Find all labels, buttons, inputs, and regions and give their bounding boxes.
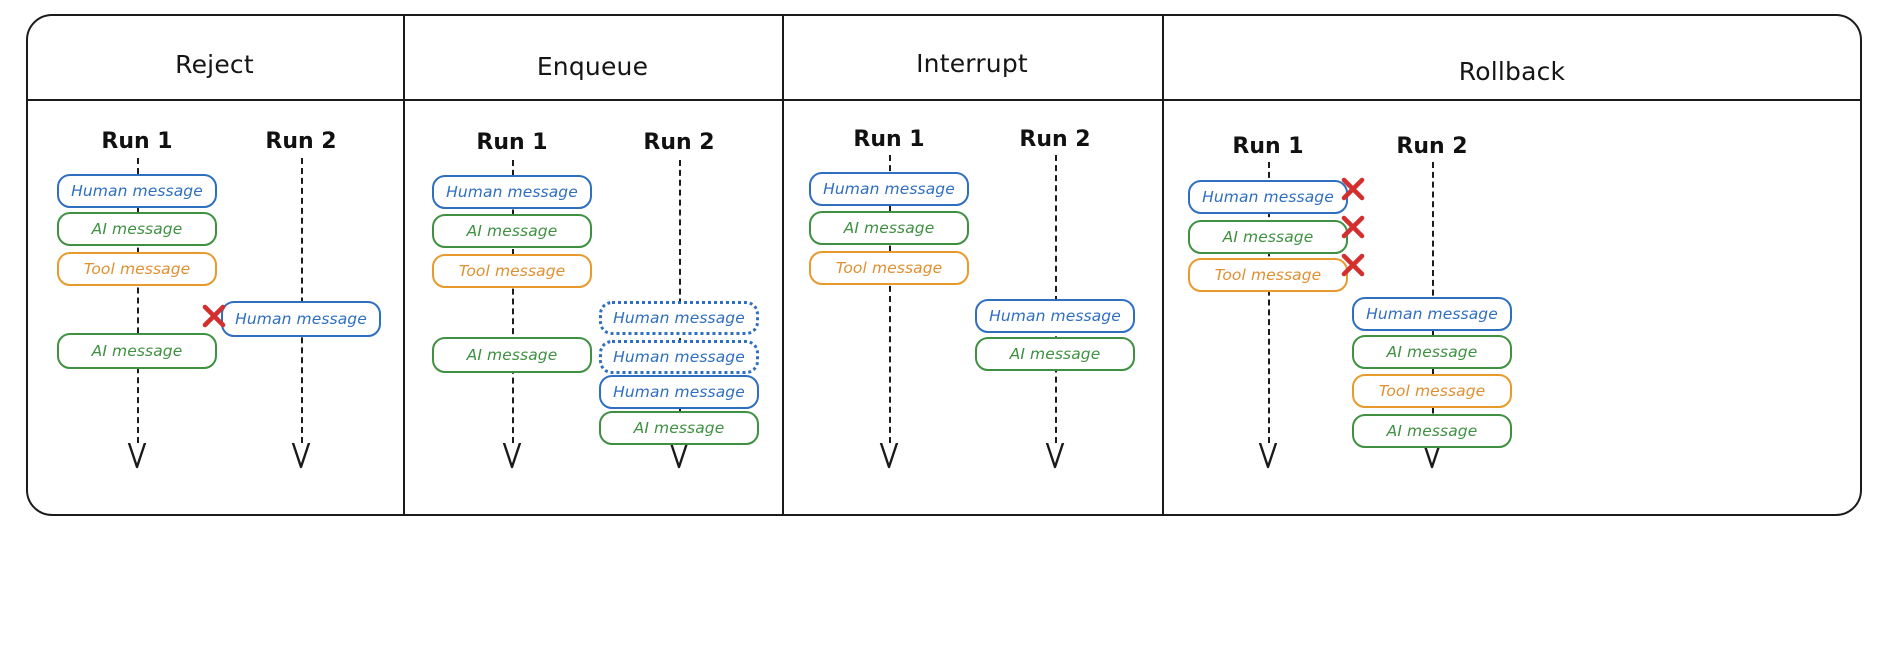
panel-divider-3	[1162, 14, 1164, 516]
message-box-human-enqueue-r2-1: Human message	[599, 340, 759, 374]
message-box-ai-reject-r1-3: AI message	[57, 333, 217, 369]
panel-title-enqueue: Enqueue	[536, 52, 649, 81]
message-box-human-enqueue-r1-0: Human message	[432, 175, 592, 209]
message-label: Tool message	[835, 259, 943, 277]
message-box-tool-enqueue-r1-2: Tool message	[432, 254, 592, 288]
message-box-tool-reject-r1-2: Tool message	[57, 252, 217, 286]
message-label: Tool message	[458, 262, 566, 280]
timeline-arrow-interrupt-r2	[1044, 441, 1066, 469]
header-divider	[26, 99, 1862, 101]
timeline-arrow-rollback-r2	[1421, 441, 1443, 469]
run-label-reject-r2: Run 2	[265, 129, 337, 154]
timeline-arrow-enqueue-r2	[668, 441, 690, 469]
message-label: AI message	[466, 346, 558, 364]
timeline-interrupt-r1	[889, 155, 891, 443]
message-label: Human message	[989, 307, 1121, 325]
run-label-rollback-r2: Run 2	[1396, 134, 1468, 159]
message-box-human-rollback-r1-0: Human message	[1188, 180, 1348, 214]
message-box-ai-rollback-r2-3: AI message	[1352, 414, 1512, 448]
message-box-human-interrupt-r1-0: Human message	[809, 172, 969, 206]
message-label: Human message	[613, 348, 745, 366]
message-box-tool-rollback-r2-2: Tool message	[1352, 374, 1512, 408]
timeline-arrow-reject-r1	[126, 441, 148, 469]
message-label: AI message	[91, 220, 183, 238]
panel-title-rollback: Rollback	[1458, 57, 1566, 86]
panel-title-interrupt: Interrupt	[916, 49, 1028, 78]
run-label-enqueue-r2: Run 2	[643, 130, 715, 155]
message-label: Human message	[446, 183, 578, 201]
message-label: AI message	[466, 222, 558, 240]
message-box-ai-rollback-r2-1: AI message	[1352, 335, 1512, 369]
message-label: Tool message	[1378, 382, 1486, 400]
message-box-human-rollback-r2-0: Human message	[1352, 297, 1512, 331]
reject-x-icon-rollback-0	[1340, 176, 1366, 202]
run-label-enqueue-r1: Run 1	[476, 130, 548, 155]
message-box-ai-enqueue-r2-3: AI message	[599, 411, 759, 445]
message-box-ai-enqueue-r1-1: AI message	[432, 214, 592, 248]
message-label: Human message	[71, 182, 203, 200]
message-box-human-reject-r2-0: Human message	[221, 301, 381, 337]
message-label: Human message	[1202, 188, 1334, 206]
timeline-enqueue-r1	[512, 160, 514, 443]
message-label: AI message	[1222, 228, 1314, 246]
message-label: Human message	[235, 310, 367, 328]
reject-x-icon-rollback-2	[1340, 252, 1366, 278]
message-box-human-enqueue-r2-2: Human message	[599, 375, 759, 409]
run-label-interrupt-r2: Run 2	[1019, 127, 1091, 152]
message-box-ai-rollback-r1-1: AI message	[1188, 220, 1348, 254]
message-box-ai-interrupt-r2-1: AI message	[975, 337, 1135, 371]
panel-divider-1	[403, 14, 405, 516]
message-label: AI message	[1386, 343, 1478, 361]
run-label-interrupt-r1: Run 1	[853, 127, 925, 152]
message-label: AI message	[1009, 345, 1101, 363]
timeline-rollback-r1	[1268, 162, 1270, 443]
message-label: AI message	[633, 419, 725, 437]
message-label: Human message	[1366, 305, 1498, 323]
message-label: Human message	[823, 180, 955, 198]
message-box-human-interrupt-r2-0: Human message	[975, 299, 1135, 333]
message-label: AI message	[843, 219, 935, 237]
reject-x-icon-rollback-1	[1340, 214, 1366, 240]
message-box-tool-interrupt-r1-2: Tool message	[809, 251, 969, 285]
message-box-human-reject-r1-0: Human message	[57, 174, 217, 208]
reject-x-icon-reject-0	[201, 303, 227, 329]
message-box-ai-reject-r1-1: AI message	[57, 212, 217, 246]
message-box-ai-interrupt-r1-1: AI message	[809, 211, 969, 245]
run-label-rollback-r1: Run 1	[1232, 134, 1304, 159]
timeline-arrow-rollback-r1	[1257, 441, 1279, 469]
message-label: Tool message	[83, 260, 191, 278]
timeline-arrow-enqueue-r1	[501, 441, 523, 469]
panel-divider-2	[782, 14, 784, 516]
message-label: Human message	[613, 309, 745, 327]
timeline-arrow-reject-r2	[290, 441, 312, 469]
timeline-reject-r2	[301, 158, 303, 443]
timeline-reject-r1	[137, 158, 139, 443]
panel-title-reject: Reject	[175, 50, 254, 79]
message-label: Tool message	[1214, 266, 1322, 284]
message-box-tool-rollback-r1-2: Tool message	[1188, 258, 1348, 292]
message-label: AI message	[1386, 422, 1478, 440]
message-box-human-enqueue-r2-0: Human message	[599, 301, 759, 335]
message-label: Human message	[613, 383, 745, 401]
message-box-ai-enqueue-r1-3: AI message	[432, 337, 592, 373]
message-label: AI message	[91, 342, 183, 360]
run-label-reject-r1: Run 1	[101, 129, 173, 154]
timeline-arrow-interrupt-r1	[878, 441, 900, 469]
